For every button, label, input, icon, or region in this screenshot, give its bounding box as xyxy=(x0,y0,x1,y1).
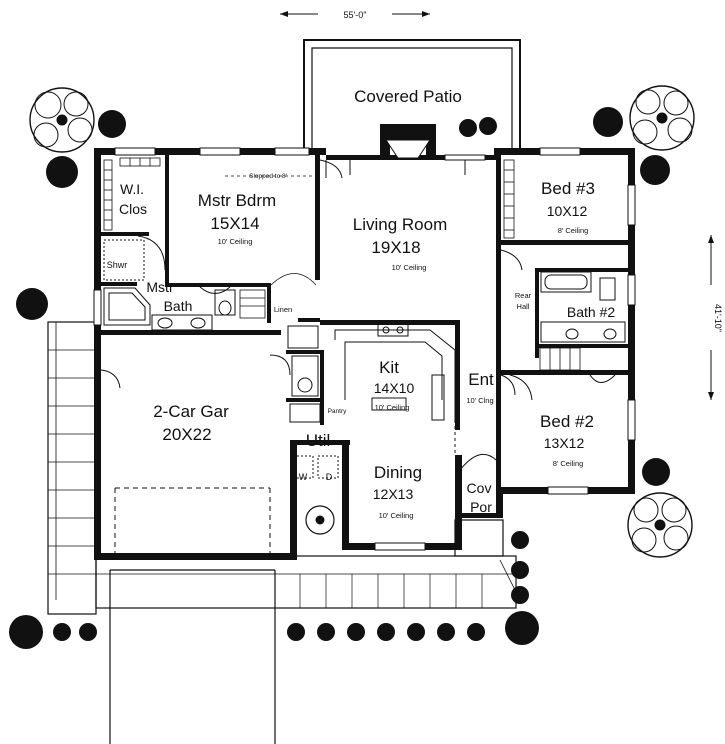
utility-label: Util xyxy=(306,431,331,450)
tree-top-right xyxy=(629,85,695,151)
closet-label-2: Clos xyxy=(119,201,147,217)
garage-size: 20X22 xyxy=(162,425,211,444)
closet-label-1: W.I. xyxy=(120,181,144,197)
covered-patio xyxy=(303,39,521,152)
patio-label: Covered Patio xyxy=(354,87,462,106)
bed2-ceiling: 8' Ceiling xyxy=(553,459,584,468)
shrubs xyxy=(9,107,670,649)
tree-courtyard xyxy=(305,505,335,535)
entry-ceiling: 10' Clng xyxy=(466,396,493,405)
windows xyxy=(93,147,636,551)
master-bedroom-size: 15X14 xyxy=(210,214,259,233)
bed2-size: 13X12 xyxy=(544,435,585,451)
covered-porch-label-1: Cov xyxy=(467,480,492,496)
covered-porch-label-2: Por xyxy=(470,499,492,515)
landscaping xyxy=(29,85,695,558)
master-bath-label-1: Mstr xyxy=(146,279,174,295)
width-dimension: 55'-0" xyxy=(280,10,430,20)
dining-label: Dining xyxy=(374,463,422,482)
patio-doors xyxy=(319,159,343,179)
master-slope-note: Slopped to 8' xyxy=(249,173,287,180)
bed2-closet xyxy=(539,347,581,371)
bed3-closet xyxy=(503,159,515,239)
dining-ceiling: 10' Ceiling xyxy=(379,511,414,520)
utility-area xyxy=(100,325,339,479)
kitchen-ceiling: 10' Ceiling xyxy=(375,403,410,412)
driveway xyxy=(109,487,276,744)
master-bedroom-label: Mstr Bdrm xyxy=(198,191,276,210)
master-bath-label-2: Bath xyxy=(164,298,193,314)
width-label: 55'-0" xyxy=(344,10,367,20)
linen-label: Linen xyxy=(274,305,292,314)
bed3-size: 10X12 xyxy=(547,203,588,219)
washer-label: W xyxy=(299,472,308,482)
depth-dimension: 41'-10" xyxy=(708,235,723,400)
bed2-label: Bed #2 xyxy=(540,412,594,431)
kitchen-size: 14X10 xyxy=(374,380,415,396)
garage-label: 2-Car Gar xyxy=(153,402,229,421)
master-bath-fixtures xyxy=(103,235,236,331)
entry-label: Ent xyxy=(468,370,494,389)
interior-walls xyxy=(101,155,628,495)
tree-bottom-right xyxy=(627,492,693,558)
shower-label: Shwr xyxy=(107,260,128,270)
depth-label: 41'-10" xyxy=(713,304,723,332)
bed3-label: Bed #3 xyxy=(541,179,595,198)
living-room-size: 19X18 xyxy=(371,238,420,257)
living-room-label: Living Room xyxy=(353,215,448,234)
tree-top-left xyxy=(29,87,95,153)
bath2-fixtures xyxy=(500,249,626,401)
rear-hall-label-2: Hall xyxy=(517,302,530,311)
fireplace xyxy=(349,124,466,175)
master-bedroom-ceiling: 10' Ceiling xyxy=(218,237,253,246)
front-walk xyxy=(47,321,521,615)
entry-doors xyxy=(454,374,516,471)
rear-hall-label-1: Rear xyxy=(515,291,532,300)
walk-in-closet-shelving xyxy=(103,157,161,231)
living-room-ceiling: 10' Ceiling xyxy=(392,263,427,272)
dining-size: 12X13 xyxy=(373,486,414,502)
dryer-label: D xyxy=(326,472,333,482)
kitchen-counters xyxy=(334,323,456,421)
kitchen-label: Kit xyxy=(379,358,399,377)
linen-closet xyxy=(239,273,317,319)
bed3-ceiling: 8' Ceiling xyxy=(558,226,589,235)
bath2-label: Bath #2 xyxy=(567,304,615,320)
pantry-label: Pantry xyxy=(328,408,348,415)
